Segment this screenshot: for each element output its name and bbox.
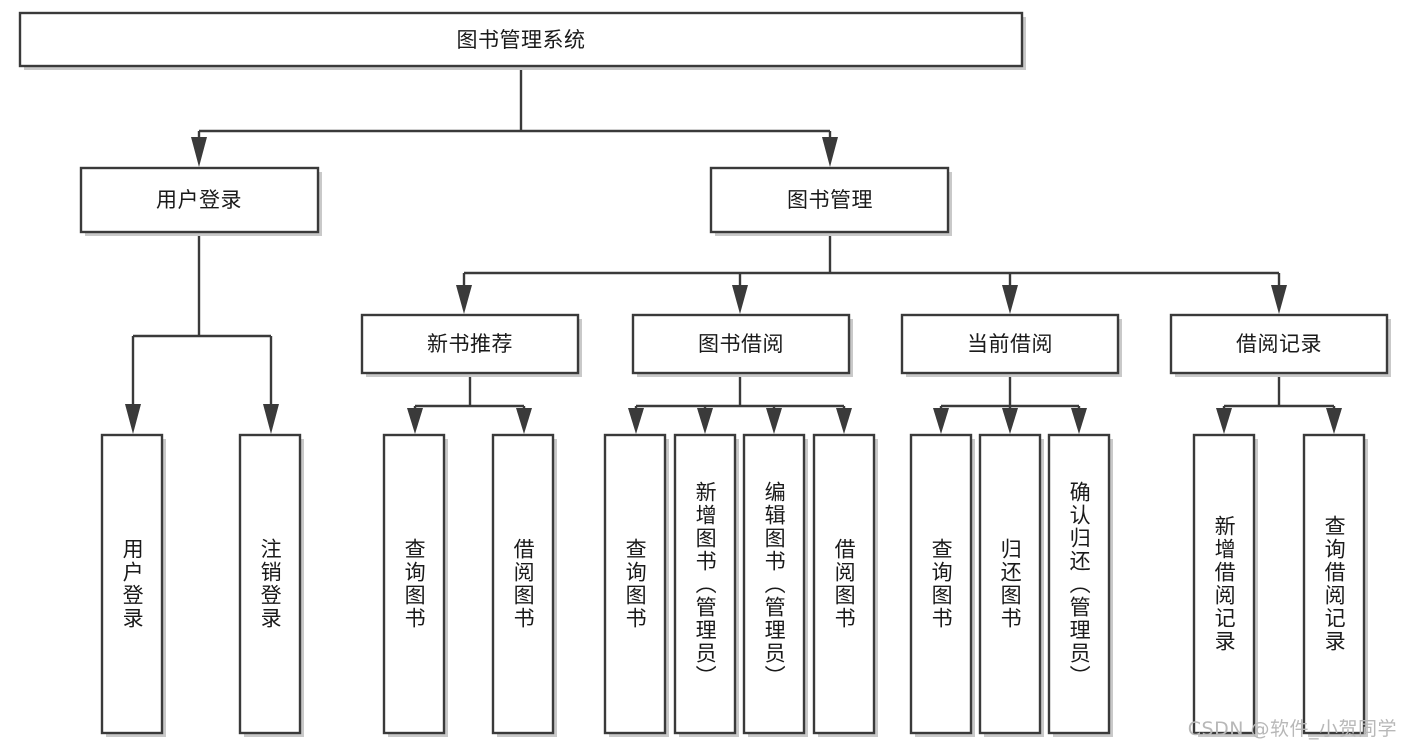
node-root-box — [18, 11, 1024, 68]
node-current-borrow-label: 当前借阅 — [967, 332, 1053, 356]
leaf-box-7[interactable] — [812, 433, 876, 735]
arrow-to-user-login — [191, 137, 207, 167]
arrow-to-leaf-borrow-book-2 — [836, 408, 852, 434]
leaf-box-2[interactable] — [382, 433, 446, 735]
arrow-to-leaf-query-book-1 — [407, 408, 423, 434]
csdn-watermark: CSDN @软件_小贺同学 — [1187, 718, 1397, 740]
leaf-box-9[interactable] — [978, 433, 1042, 735]
node-new-book-recommend[interactable]: 新书推荐 — [360, 313, 582, 377]
node-current-borrow-box — [900, 313, 1120, 375]
leaf-box-0[interactable] — [100, 433, 164, 735]
arrow-to-leaf-edit-book — [766, 408, 782, 434]
leaf-box-1[interactable] — [238, 433, 302, 735]
arrow-to-leaf-query-book-2 — [628, 408, 644, 434]
leaf-box-6[interactable] — [742, 433, 806, 735]
leaf-box-5[interactable] — [673, 433, 737, 735]
arrow-to-leaf-query-record — [1326, 408, 1342, 434]
arrow-to-leaf-borrow-book-1 — [516, 408, 532, 434]
node-book-management-box — [709, 166, 950, 234]
arrow-to-leaf-return-book — [1002, 408, 1018, 434]
node-book-borrow-label: 图书借阅 — [698, 332, 784, 356]
leaf-box-10[interactable] — [1047, 433, 1111, 735]
arrow-to-leaf-confirm-return — [1071, 408, 1087, 434]
leaf-box-4[interactable] — [603, 433, 667, 735]
node-root-label: 图书管理系统 — [457, 28, 586, 52]
leaf-box-11[interactable] — [1192, 433, 1256, 735]
node-borrow-record-label: 借阅记录 — [1236, 332, 1322, 356]
arrow-to-new-book-rec — [456, 285, 472, 314]
arrow-to-leaf-add-book — [697, 408, 713, 434]
leaf-box-3[interactable] — [491, 433, 555, 735]
arrow-to-leaf-logout — [263, 404, 279, 434]
edge-layer — [125, 66, 1342, 434]
leaf-box-8[interactable] — [909, 433, 973, 735]
node-new-book-recommend-label: 新书推荐 — [427, 332, 513, 356]
node-current-borrow[interactable]: 当前借阅 — [900, 313, 1122, 377]
node-user-login-box — [79, 166, 320, 234]
arrow-to-leaf-add-record — [1216, 408, 1232, 434]
node-borrow-record[interactable]: 借阅记录 — [1169, 313, 1391, 377]
node-borrow-record-box — [1169, 313, 1389, 375]
node-book-management[interactable]: 图书管理 — [709, 166, 952, 236]
node-root[interactable]: 图书管理系统 — [18, 11, 1026, 70]
node-book-management-label: 图书管理 — [787, 188, 873, 212]
arrow-to-current-borrow — [1002, 285, 1018, 314]
arrow-to-book-borrow — [732, 285, 748, 314]
leaf-box-layer — [100, 433, 1368, 737]
node-book-borrow[interactable]: 图书借阅 — [631, 313, 853, 377]
node-user-login-label: 用户登录 — [156, 188, 242, 212]
arrow-to-borrow-record — [1271, 285, 1287, 314]
leaf-box-12[interactable] — [1302, 433, 1366, 735]
arrow-to-book-mgmt — [822, 137, 838, 167]
arrow-to-leaf-query-book-3 — [933, 408, 949, 434]
node-new-book-recommend-box — [360, 313, 580, 375]
node-book-borrow-box — [631, 313, 851, 375]
arrow-to-leaf-user-login — [125, 404, 141, 434]
node-user-login[interactable]: 用户登录 — [79, 166, 322, 236]
